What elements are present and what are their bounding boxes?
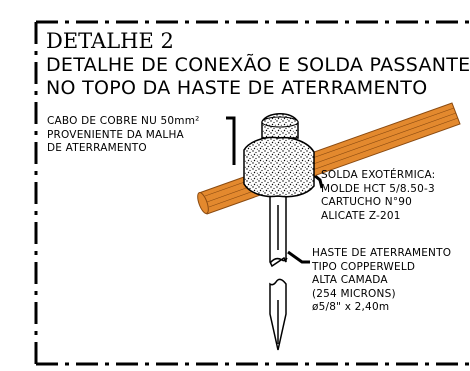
detail-frame [34,20,470,366]
rod-callout-line: ø5/8" x 2,40m [312,301,390,313]
detail-title-line-1: DETALHE DE CONEXÃO E SOLDA PASSANTE [46,54,470,76]
cable-callout-line: PROVENIENTE DA MALHA [47,128,184,141]
rod-callout-line: ALTA CAMADA [312,274,388,286]
rod-break-top [269,257,288,264]
cable-callout: CABO DE COBRE NU 50mm² PROVENIENTE DA MA… [47,116,200,157]
rod-callout-line: (254 MICRONS) [312,287,396,300]
cable-leader [226,116,236,165]
cable-callout-line: CABO DE COBRE NU 50mm² [47,115,200,127]
exothermic-weld [243,113,315,198]
cable-callout-line: DE ATERRAMENTO [47,142,147,154]
weld-callout: SOLDA EXOTÉRMICA: MOLDE HCT 5/8.50-3 CAR… [321,170,435,224]
cable-end-left [197,192,209,214]
weld-body [243,136,315,198]
rod-callout-line: HASTE DE ATERRAMENTO [312,247,452,259]
detail-title-line-2: NO TOPO DA HASTE DE ATERRAMENTO [46,77,428,99]
weld-callout-line: SOLDA EXOTÉRMICA: [321,169,436,181]
ground-rod [269,195,288,351]
rod-leader [287,250,310,264]
detail-label: DETALHE 2 [46,29,174,53]
weld-callout-line: ALICATE Z-201 [321,209,401,222]
rod-callout: HASTE DE ATERRAMENTO TIPO COPPERWELD ALT… [312,248,451,316]
weld-rod-top [261,116,299,128]
weld-callout-line: CARTUCHO N°90 [321,196,413,208]
rod-callout-line: TIPO COPPERWELD [312,260,416,273]
weld-callout-line: MOLDE HCT 5/8.50-3 [321,182,435,195]
